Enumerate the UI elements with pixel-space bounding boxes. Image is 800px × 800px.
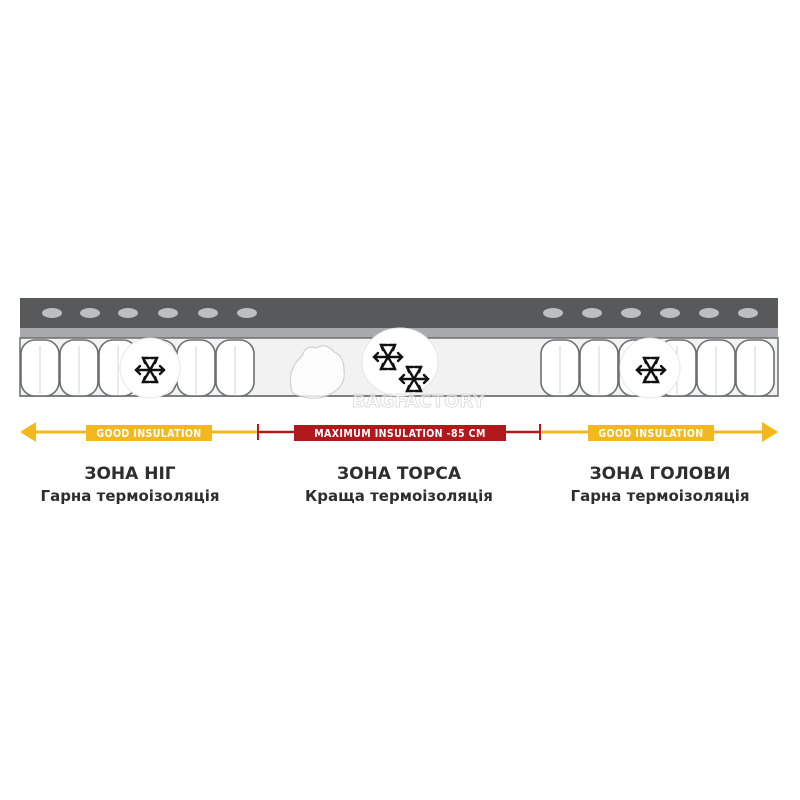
stitch-dot bbox=[582, 308, 602, 318]
zone-title: ЗОНА ТОРСА bbox=[337, 464, 461, 484]
snowflake-bubble-right bbox=[619, 337, 681, 399]
stitch-dot bbox=[158, 308, 178, 318]
watermark-text: BAGFACTORY bbox=[352, 391, 486, 412]
band-label-left: GOOD INSULATION bbox=[96, 428, 201, 440]
dog-head-logo-icon bbox=[289, 345, 345, 399]
good-insulation-band-right: GOOD INSULATION bbox=[542, 422, 778, 442]
outer-shell-top bbox=[20, 298, 778, 328]
stitch-dot bbox=[738, 308, 758, 318]
stitch-dot bbox=[660, 308, 680, 318]
band-label-right: GOOD INSULATION bbox=[598, 428, 703, 440]
zone-feet: ЗОНА НІГ Гарна термоізоляція bbox=[0, 463, 260, 507]
zone-head: ЗОНА ГОЛОВИ Гарна термоізоляція bbox=[530, 463, 790, 507]
zone-title: ЗОНА ГОЛОВИ bbox=[589, 464, 731, 484]
arrow-right-icon bbox=[762, 422, 778, 442]
band-label-center: MAXIMUM INSULATION -85 CM bbox=[314, 428, 486, 440]
stitch-dot bbox=[621, 308, 641, 318]
stitch-dot bbox=[198, 308, 218, 318]
zone-subtitle: Краща термоізоляція bbox=[305, 487, 493, 505]
quilting-stitches bbox=[42, 308, 758, 318]
stitch-dot bbox=[699, 308, 719, 318]
stitch-dot bbox=[42, 308, 62, 318]
zone-subtitle: Гарна термоізоляція bbox=[40, 487, 220, 505]
stitch-dot bbox=[80, 308, 100, 318]
zone-torso: ЗОНА ТОРСА Краща термоізоляція bbox=[269, 463, 529, 507]
snowflake-bubble-center bbox=[361, 327, 439, 397]
stitch-dot bbox=[543, 308, 563, 318]
arrow-left-icon bbox=[20, 422, 36, 442]
stitch-dot bbox=[237, 308, 257, 318]
max-insulation-band: MAXIMUM INSULATION -85 CM bbox=[257, 424, 541, 441]
snowflake-bubble-left bbox=[119, 337, 181, 399]
zone-subtitle: Гарна термоізоляція bbox=[570, 487, 750, 505]
watermark: BAGFACTORY bbox=[289, 345, 487, 412]
stitch-dot bbox=[118, 308, 138, 318]
good-insulation-band-left: GOOD INSULATION bbox=[20, 422, 258, 442]
zone-title: ЗОНА НІГ bbox=[84, 464, 176, 484]
